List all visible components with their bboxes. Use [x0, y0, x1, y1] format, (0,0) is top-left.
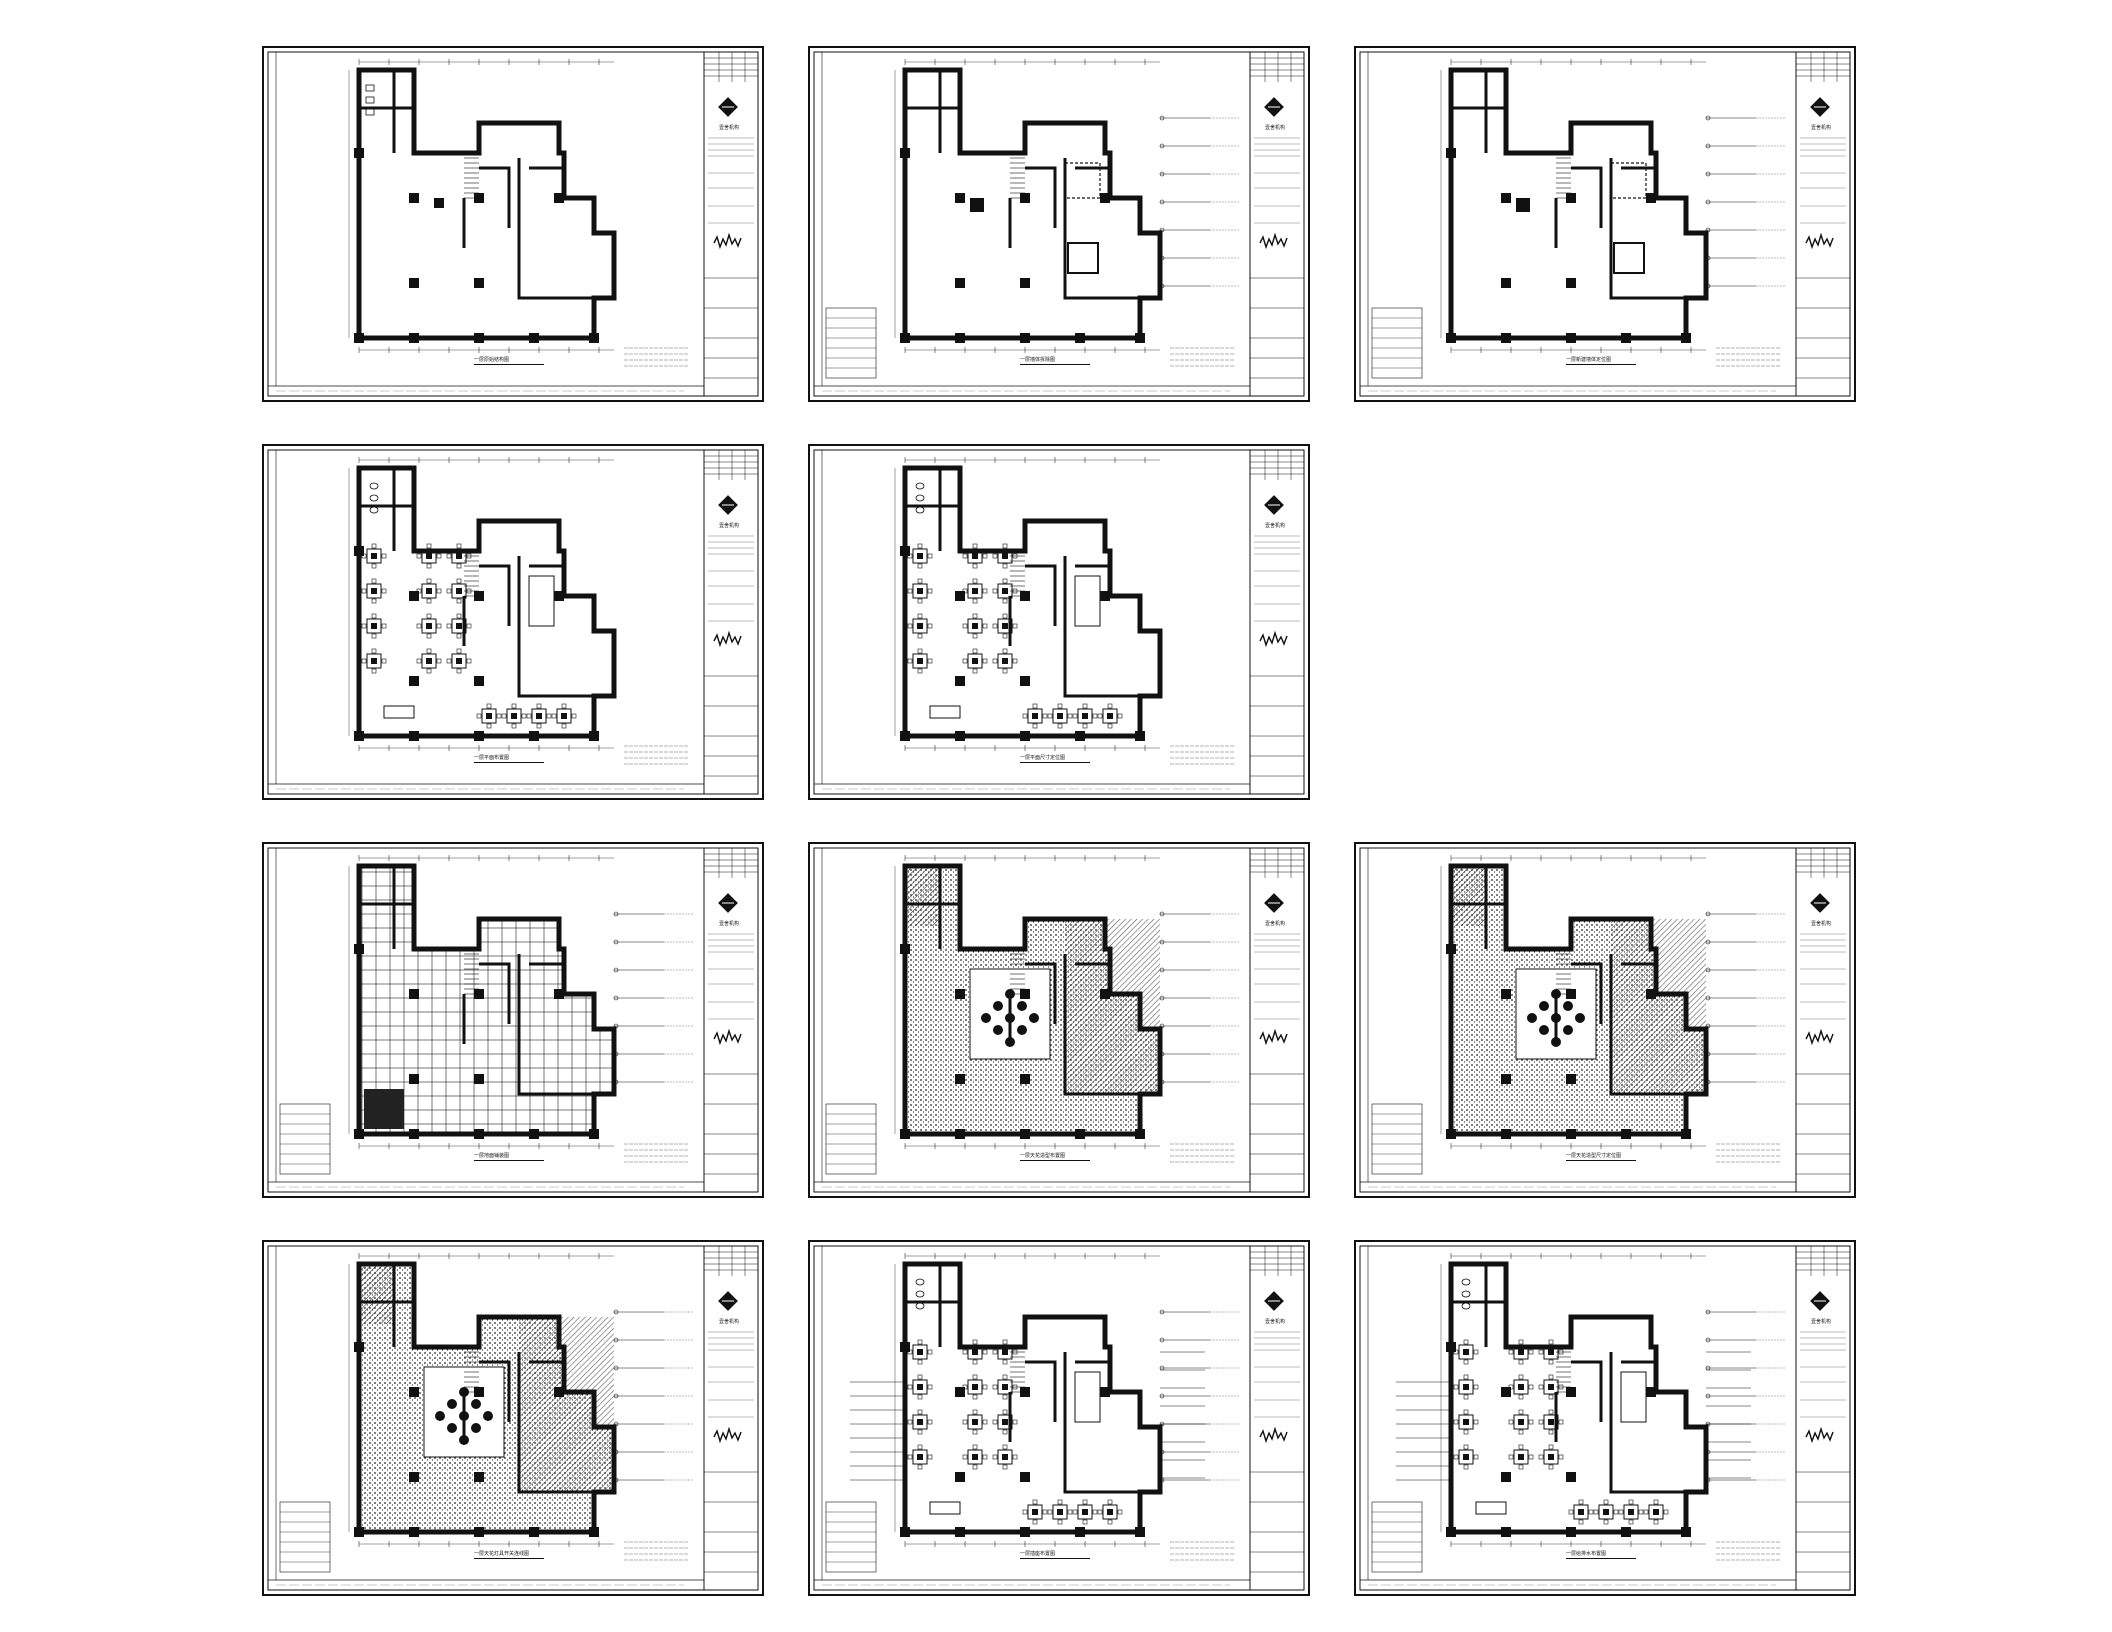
- title-underline: [1566, 364, 1636, 365]
- sheet-title: 一层插座布置图: [1020, 1551, 1056, 1557]
- firm-name: 壹舍机构: [1265, 523, 1286, 529]
- firm-name: 壹舍机构: [1811, 125, 1832, 131]
- title-underline: [1020, 1558, 1090, 1559]
- firm-name: 壹舍机构: [1811, 1319, 1832, 1325]
- sheet-title: 一层天花灯具开关连线图: [474, 1551, 530, 1557]
- drawing-sheet: 一层天花造型尺寸定位图 壹舍机构: [1354, 842, 1856, 1198]
- sheet-title: 一层原始结构图: [474, 357, 510, 363]
- drawing-sheet: 一层墙体拆除图 壹舍机构: [808, 46, 1310, 402]
- firm-name: 壹舍机构: [1265, 921, 1286, 927]
- title-underline: [1566, 1558, 1636, 1559]
- title-underline: [474, 1160, 544, 1161]
- floor-plan-drawing: [813, 847, 1305, 1193]
- title-underline: [474, 762, 544, 763]
- sheet-title: 一层平面布置图: [474, 755, 510, 761]
- drawing-sheet: 一层天花造型布置图 壹舍机构: [808, 842, 1310, 1198]
- floor-plan-drawing: [267, 449, 759, 795]
- title-underline: [1020, 1160, 1090, 1161]
- firm-name: 壹舍机构: [1265, 125, 1286, 131]
- firm-name: 壹舍机构: [1265, 1319, 1286, 1325]
- drawing-sheet: 一层平面布置图 壹舍机构: [262, 444, 764, 800]
- sheet-title: 一层平面尺寸定位图: [1020, 755, 1066, 761]
- floor-plan-drawing: [267, 51, 759, 397]
- firm-name: 壹舍机构: [719, 921, 740, 927]
- sheet-title: 一层给排水布置图: [1566, 1551, 1607, 1557]
- floor-plan-drawing: [267, 847, 759, 1193]
- drawing-sheet: 一层平面尺寸定位图 壹舍机构: [808, 444, 1310, 800]
- firm-name: 壹舍机构: [1811, 921, 1832, 927]
- floor-plan-drawing: [1359, 51, 1851, 397]
- title-underline: [474, 1558, 544, 1559]
- drawing-sheet: 一层插座布置图 壹舍机构: [808, 1240, 1310, 1596]
- title-underline: [474, 364, 544, 365]
- firm-name: 壹舍机构: [719, 523, 740, 529]
- drawing-sheet: 一层天花灯具开关连线图 壹舍机构: [262, 1240, 764, 1596]
- drawing-sheet: 一层地面铺装图 壹舍机构: [262, 842, 764, 1198]
- sheet-title: 一层天花造型布置图: [1020, 1153, 1066, 1159]
- floor-plan-drawing: [1359, 847, 1851, 1193]
- firm-name: 壹舍机构: [719, 125, 740, 131]
- sheet-title: 一层新建墙体定位图: [1566, 357, 1612, 363]
- drawing-sheet: 一层给排水布置图 壹舍机构: [1354, 1240, 1856, 1596]
- title-underline: [1020, 762, 1090, 763]
- title-underline: [1020, 364, 1090, 365]
- drawing-sheet: 一层新建墙体定位图 壹舍机构: [1354, 46, 1856, 402]
- floor-plan-drawing: [813, 51, 1305, 397]
- floor-plan-drawing: [813, 1245, 1305, 1591]
- drawing-sheet: 一层原始结构图 壹舍机构: [262, 46, 764, 402]
- sheet-title: 一层墙体拆除图: [1020, 357, 1056, 363]
- sheet-title: 一层地面铺装图: [474, 1153, 510, 1159]
- sheet-title: 一层天花造型尺寸定位图: [1566, 1153, 1622, 1159]
- floor-plan-drawing: [1359, 1245, 1851, 1591]
- title-underline: [1566, 1160, 1636, 1161]
- firm-name: 壹舍机构: [719, 1319, 740, 1325]
- floor-plan-drawing: [813, 449, 1305, 795]
- floor-plan-drawing: [267, 1245, 759, 1591]
